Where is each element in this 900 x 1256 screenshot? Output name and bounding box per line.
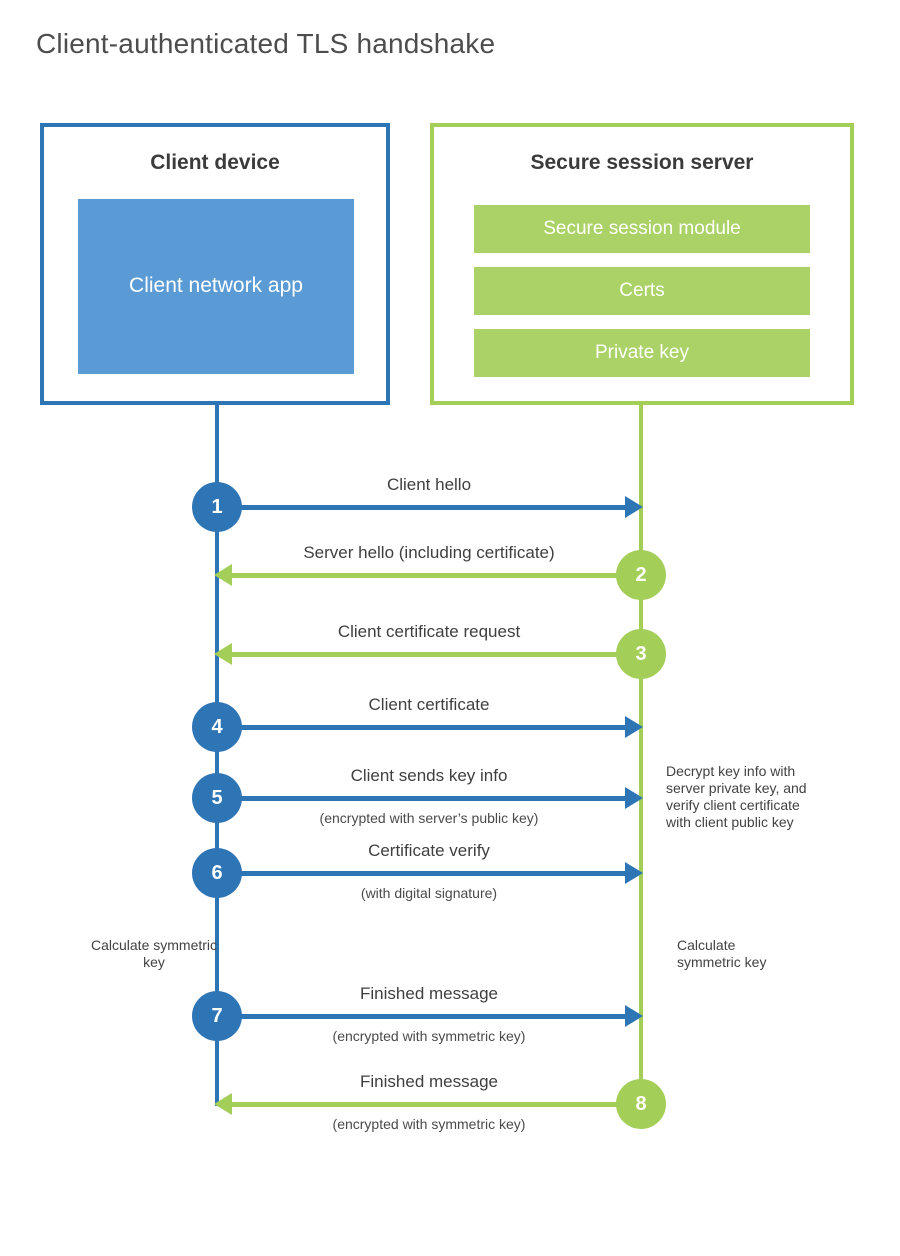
client-lifeline: [215, 405, 219, 1106]
server-module-private-key: Private key: [474, 329, 810, 377]
step-7-arrowhead-icon: [625, 1005, 643, 1027]
step-4-circle: 4: [192, 702, 242, 752]
server-module-certs: Certs: [474, 267, 810, 315]
step-6-arrow: [218, 871, 626, 876]
step-1-label: Client hello: [386, 475, 472, 494]
step-2-circle: 2: [616, 550, 666, 600]
step-6-circle: 6: [192, 848, 242, 898]
step-5-sublabel: (encrypted with server’s public key): [319, 810, 539, 826]
client-network-app-module: Client network app: [78, 199, 354, 374]
step-7-arrow: [218, 1014, 626, 1019]
step-2-label: Server hello (including certificate): [303, 543, 555, 562]
server-title: Secure session server: [530, 151, 754, 174]
step-2-arrow: [232, 573, 618, 578]
step-6-label: Certificate verify: [368, 841, 490, 860]
step-8-label: Finished message: [360, 1072, 498, 1091]
client-device-box: Client device Client network app: [40, 123, 390, 405]
step-3-circle: 3: [616, 629, 666, 679]
step-4-label: Client certificate: [368, 695, 490, 714]
calculate-symmetric-key-note-server: Calculate symmetric key: [677, 937, 767, 971]
step-5-arrow: [218, 796, 626, 801]
step-1-arrow: [218, 505, 626, 510]
step-2-arrowhead-icon: [214, 564, 232, 586]
step-7-label: Finished message: [360, 984, 498, 1003]
step-3-arrow: [232, 652, 618, 657]
page-title: Client-authenticated TLS handshake: [36, 28, 496, 59]
step-3-arrowhead-icon: [214, 643, 232, 665]
step-1-arrowhead-icon: [625, 496, 643, 518]
step-8-circle: 8: [616, 1079, 666, 1129]
step-4-arrow: [218, 725, 626, 730]
server-lifeline: [639, 405, 643, 1104]
calculate-symmetric-key-note-client: Calculate symmetric key: [90, 937, 218, 971]
decrypt-note: Decrypt key info with server private key…: [666, 763, 807, 831]
step-8-arrow: [232, 1102, 618, 1107]
step-6-arrowhead-icon: [625, 862, 643, 884]
step-5-arrowhead-icon: [625, 787, 643, 809]
step-8-sublabel: (encrypted with symmetric key): [332, 1116, 526, 1132]
server-module-secure-session: Secure session module: [474, 205, 810, 253]
step-4-arrowhead-icon: [625, 716, 643, 738]
server-box: Secure session server Secure session mod…: [430, 123, 854, 405]
client-device-title: Client device: [150, 151, 280, 174]
step-7-circle: 7: [192, 991, 242, 1041]
step-5-label: Client sends key info: [350, 766, 508, 785]
step-1-circle: 1: [192, 482, 242, 532]
step-7-sublabel: (encrypted with symmetric key): [332, 1028, 526, 1044]
step-5-circle: 5: [192, 773, 242, 823]
step-8-arrowhead-icon: [214, 1093, 232, 1115]
step-6-sublabel: (with digital signature): [360, 885, 498, 901]
step-3-label: Client certificate request: [337, 622, 521, 641]
